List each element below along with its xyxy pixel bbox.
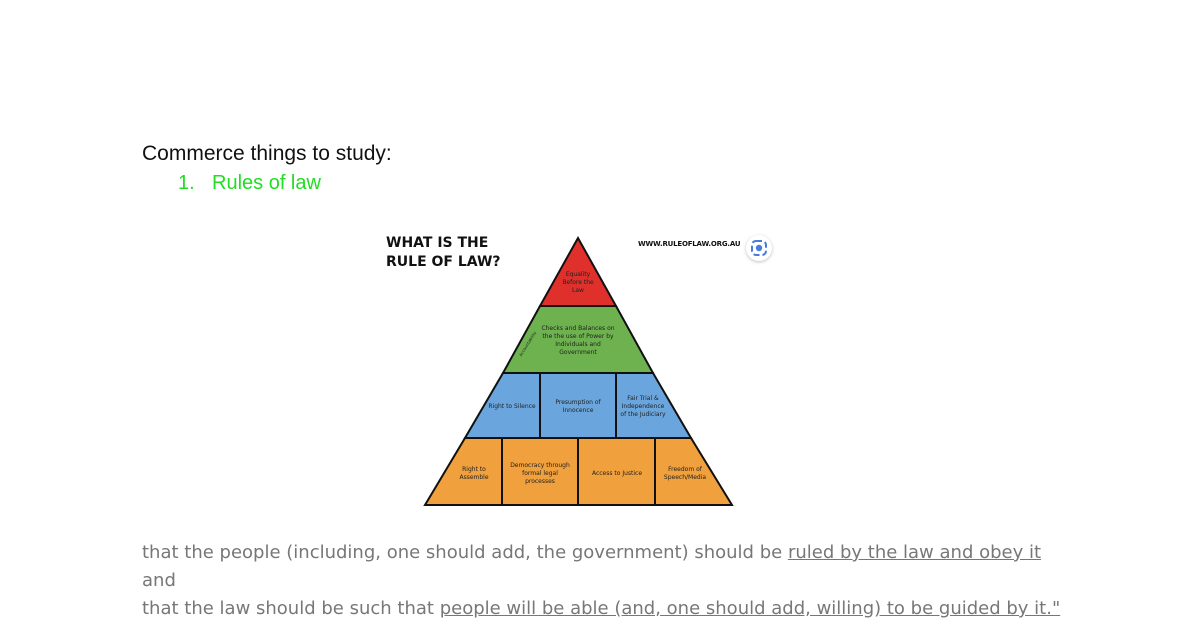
list-number: 1. [178,172,195,194]
cell-freedom-of-speech: Freedom of Speech/Media [663,466,707,481]
cell-right-to-silence: Right to Silence [488,403,536,410]
paragraph-1-text: that the people (including, one should a… [142,542,788,563]
paragraph-2: that the law should be such that people … [142,595,1062,623]
cell-access-to-justice: Access to Justice [591,470,643,477]
cell-presumption-of-innocence: Presumption of Innocence [555,399,601,414]
image-search-button[interactable] [746,235,772,261]
paragraph-1: that the people (including, one should a… [142,539,1062,595]
cell-equality: Equality Before the Law [562,271,594,294]
body-text: that the people (including, one should a… [142,539,1062,623]
paragraph-2-text: that the law should be such that [142,598,440,619]
list-text: Rules of law [212,172,321,194]
figure-title: WHAT IS THE RULE OF LAW? [386,234,501,272]
pyramid-graphic [423,235,734,506]
lens-icon [751,240,767,256]
cell-checks-balances: Checks and Balances on the the use of Po… [541,325,615,356]
heading: Commerce things to study: [142,142,392,165]
paragraph-2-underlined: people will be able (and, one should add… [439,598,1061,619]
paragraph-1-underlined: ruled by the law and obey it [787,542,1042,563]
figure-title-line1: WHAT IS THE [386,235,489,251]
list-item: 1. Rules of law [178,172,321,195]
rule-of-law-diagram[interactable]: WHAT IS THE RULE OF LAW? WWW.RULEOFLAW.O… [370,228,790,518]
cell-right-to-assemble: Right to Assemble [459,466,489,481]
cell-fair-trial: Fair Trial & Independence of the Judicia… [620,395,666,418]
figure-title-line2: RULE OF LAW? [386,254,501,270]
cell-democracy: Democracy through formal legal processes [510,462,570,485]
figure-url: WWW.RULEOFLAW.ORG.AU [638,240,741,248]
paragraph-1-end: and [142,570,176,591]
